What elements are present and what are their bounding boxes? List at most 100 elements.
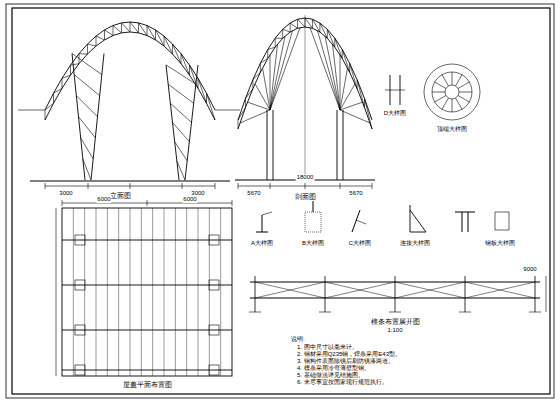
stroke xyxy=(71,64,80,65)
stroke xyxy=(465,276,466,312)
stroke xyxy=(79,53,88,54)
stroke xyxy=(357,80,358,89)
stroke xyxy=(263,68,271,110)
plan-outline xyxy=(62,208,232,376)
stroke xyxy=(156,30,165,46)
stroke xyxy=(141,208,142,376)
stroke xyxy=(462,212,463,232)
stroke xyxy=(395,282,465,298)
stroke xyxy=(333,44,341,110)
stroke xyxy=(325,276,326,312)
stroke xyxy=(262,215,263,232)
stroke xyxy=(130,208,131,376)
stroke xyxy=(275,38,276,47)
drawing-label: 6000 xyxy=(182,196,197,203)
stroke xyxy=(121,23,122,33)
stroke xyxy=(255,276,256,312)
stroke xyxy=(318,31,341,110)
drawing-label: 4. 檩条采用冷弯薄壁型钢。 xyxy=(296,365,371,372)
stroke xyxy=(139,23,148,36)
stroke xyxy=(468,212,469,232)
stroke xyxy=(253,72,260,79)
stroke xyxy=(81,138,94,159)
stroke xyxy=(182,183,183,189)
stroke xyxy=(147,26,156,40)
stroke xyxy=(260,58,267,63)
column-base xyxy=(75,235,85,245)
stroke xyxy=(313,200,314,212)
stroke xyxy=(364,99,365,108)
stroke xyxy=(435,82,446,89)
stroke xyxy=(198,78,207,103)
stroke xyxy=(343,110,344,180)
stroke xyxy=(138,23,139,33)
drawing-label: 6. 未尽事宜按国家现行规范执行。 xyxy=(296,379,389,386)
column-base xyxy=(209,325,219,335)
stroke xyxy=(96,36,105,40)
stroke xyxy=(458,82,469,89)
stroke xyxy=(79,117,96,138)
stroke xyxy=(273,110,274,180)
drawing-label: 立面图 xyxy=(109,192,132,200)
drawing-label: A大样图 xyxy=(250,240,274,247)
stroke xyxy=(252,80,253,89)
stroke xyxy=(442,98,449,109)
stroke xyxy=(172,44,173,54)
stroke xyxy=(319,312,331,313)
stroke xyxy=(267,49,268,58)
stroke xyxy=(325,36,340,110)
drawing-label: 檩条布置展开图 xyxy=(370,318,421,326)
stroke xyxy=(62,200,63,206)
drawing-label: 9000 xyxy=(522,266,537,273)
drawing-label: 屋盖平面布置图 xyxy=(122,381,173,389)
sheet-border xyxy=(6,4,554,398)
stroke xyxy=(325,282,395,298)
stroke xyxy=(342,49,343,58)
drawing-label: 顶端大样图 xyxy=(436,126,468,133)
stroke xyxy=(465,282,535,298)
stroke xyxy=(529,312,541,313)
stroke xyxy=(173,122,190,141)
stroke xyxy=(298,19,305,27)
stroke xyxy=(62,285,232,286)
column-base xyxy=(209,235,219,245)
stroke xyxy=(249,312,261,313)
stroke xyxy=(305,18,312,28)
drawing-label: 3000 xyxy=(58,190,73,197)
stroke xyxy=(45,22,215,110)
stroke xyxy=(435,96,446,103)
stroke xyxy=(198,208,199,376)
stroke xyxy=(220,208,221,376)
stroke xyxy=(186,208,187,376)
stroke xyxy=(130,22,131,32)
stroke xyxy=(442,75,449,86)
drawing-label: 说明: xyxy=(290,336,306,343)
stroke xyxy=(198,78,199,88)
stroke xyxy=(319,23,320,32)
stroke xyxy=(164,208,165,376)
drawing-label: 3. 钢构件表面除锈后刷防锈漆两道。 xyxy=(296,358,395,365)
column-base xyxy=(75,325,85,335)
column-base xyxy=(75,365,85,375)
stroke xyxy=(45,110,46,120)
stroke xyxy=(270,183,271,189)
stroke xyxy=(175,208,176,376)
stroke xyxy=(215,183,216,189)
stroke xyxy=(164,36,173,54)
stroke xyxy=(452,99,453,112)
stroke xyxy=(88,44,97,46)
stroke xyxy=(87,44,88,54)
drawing-label: C大样图 xyxy=(348,240,372,247)
stroke xyxy=(546,276,547,312)
stroke xyxy=(73,208,74,376)
stroke xyxy=(334,38,335,47)
stroke xyxy=(410,205,426,232)
stroke xyxy=(122,23,131,32)
drawing-label: 钢板大样图 xyxy=(484,240,516,247)
stroke xyxy=(290,23,297,28)
stroke xyxy=(105,30,114,36)
stroke xyxy=(340,183,341,189)
stroke xyxy=(238,183,239,189)
stroke xyxy=(84,208,85,376)
